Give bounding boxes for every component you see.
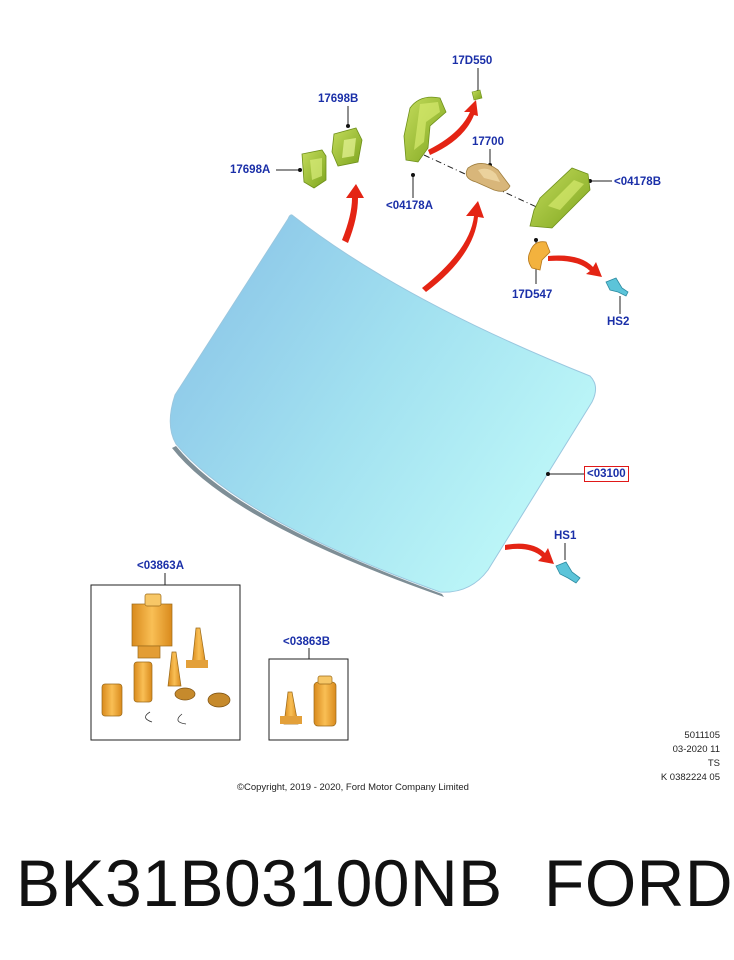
label-03863b[interactable]: <03863B: [283, 636, 330, 648]
arrow-to-17700: [422, 201, 484, 292]
arrow-to-17698: [342, 184, 364, 243]
arrow-to-HS1: [505, 543, 554, 564]
label-17700[interactable]: 17700: [472, 136, 504, 148]
red-arrows: [342, 100, 602, 564]
repair-kit-03863b: [268, 658, 349, 741]
brand-title: FORD: [544, 846, 733, 920]
metadata-line-1: 5011105: [684, 730, 720, 741]
label-04178b[interactable]: <04178B: [614, 176, 661, 188]
label-17d547[interactable]: 17D547: [512, 289, 553, 301]
metadata-line-3: TS: [707, 758, 720, 769]
label-hs1[interactable]: HS1: [554, 530, 577, 542]
label-17698b[interactable]: 17698B: [318, 93, 359, 105]
part-number-title: BK31B03100NB: [16, 846, 503, 920]
diagram-metadata: 5011105 03-2020 11 TS K 0382224 05: [661, 729, 720, 785]
label-17d550[interactable]: 17D550: [452, 55, 493, 67]
label-17698a[interactable]: 17698A: [230, 164, 271, 176]
bracket-04178b-icon: [529, 167, 591, 229]
label-03863a[interactable]: <03863A: [137, 560, 184, 572]
mirror-mount-17700-icon: [465, 163, 511, 192]
label-04178a[interactable]: <04178A: [386, 200, 433, 212]
repair-kit-03863a: [90, 584, 241, 741]
arrow-to-HS2: [548, 255, 602, 277]
arrow-to-17D550: [428, 100, 478, 155]
clip-17d547-icon: [528, 241, 551, 271]
label-03100-highlighted[interactable]: <03100: [584, 466, 629, 482]
screw-hs2-icon: [605, 277, 629, 297]
screw-hs1-icon: [555, 561, 581, 584]
cap-17d550-icon: [471, 89, 483, 101]
copyright-notice: ©Copyright, 2019 - 2020, Ford Motor Comp…: [237, 782, 469, 793]
mirror-bracket-04178a-icon: [403, 96, 447, 163]
windshield-glass: [169, 214, 596, 597]
clip-17698b-icon: [331, 127, 363, 167]
label-hs2[interactable]: HS2: [607, 316, 630, 328]
metadata-line-4: K 0382224 05: [660, 772, 720, 783]
clip-17698a-icon: [301, 149, 327, 189]
metadata-line-2: 03-2020 11: [672, 744, 720, 755]
